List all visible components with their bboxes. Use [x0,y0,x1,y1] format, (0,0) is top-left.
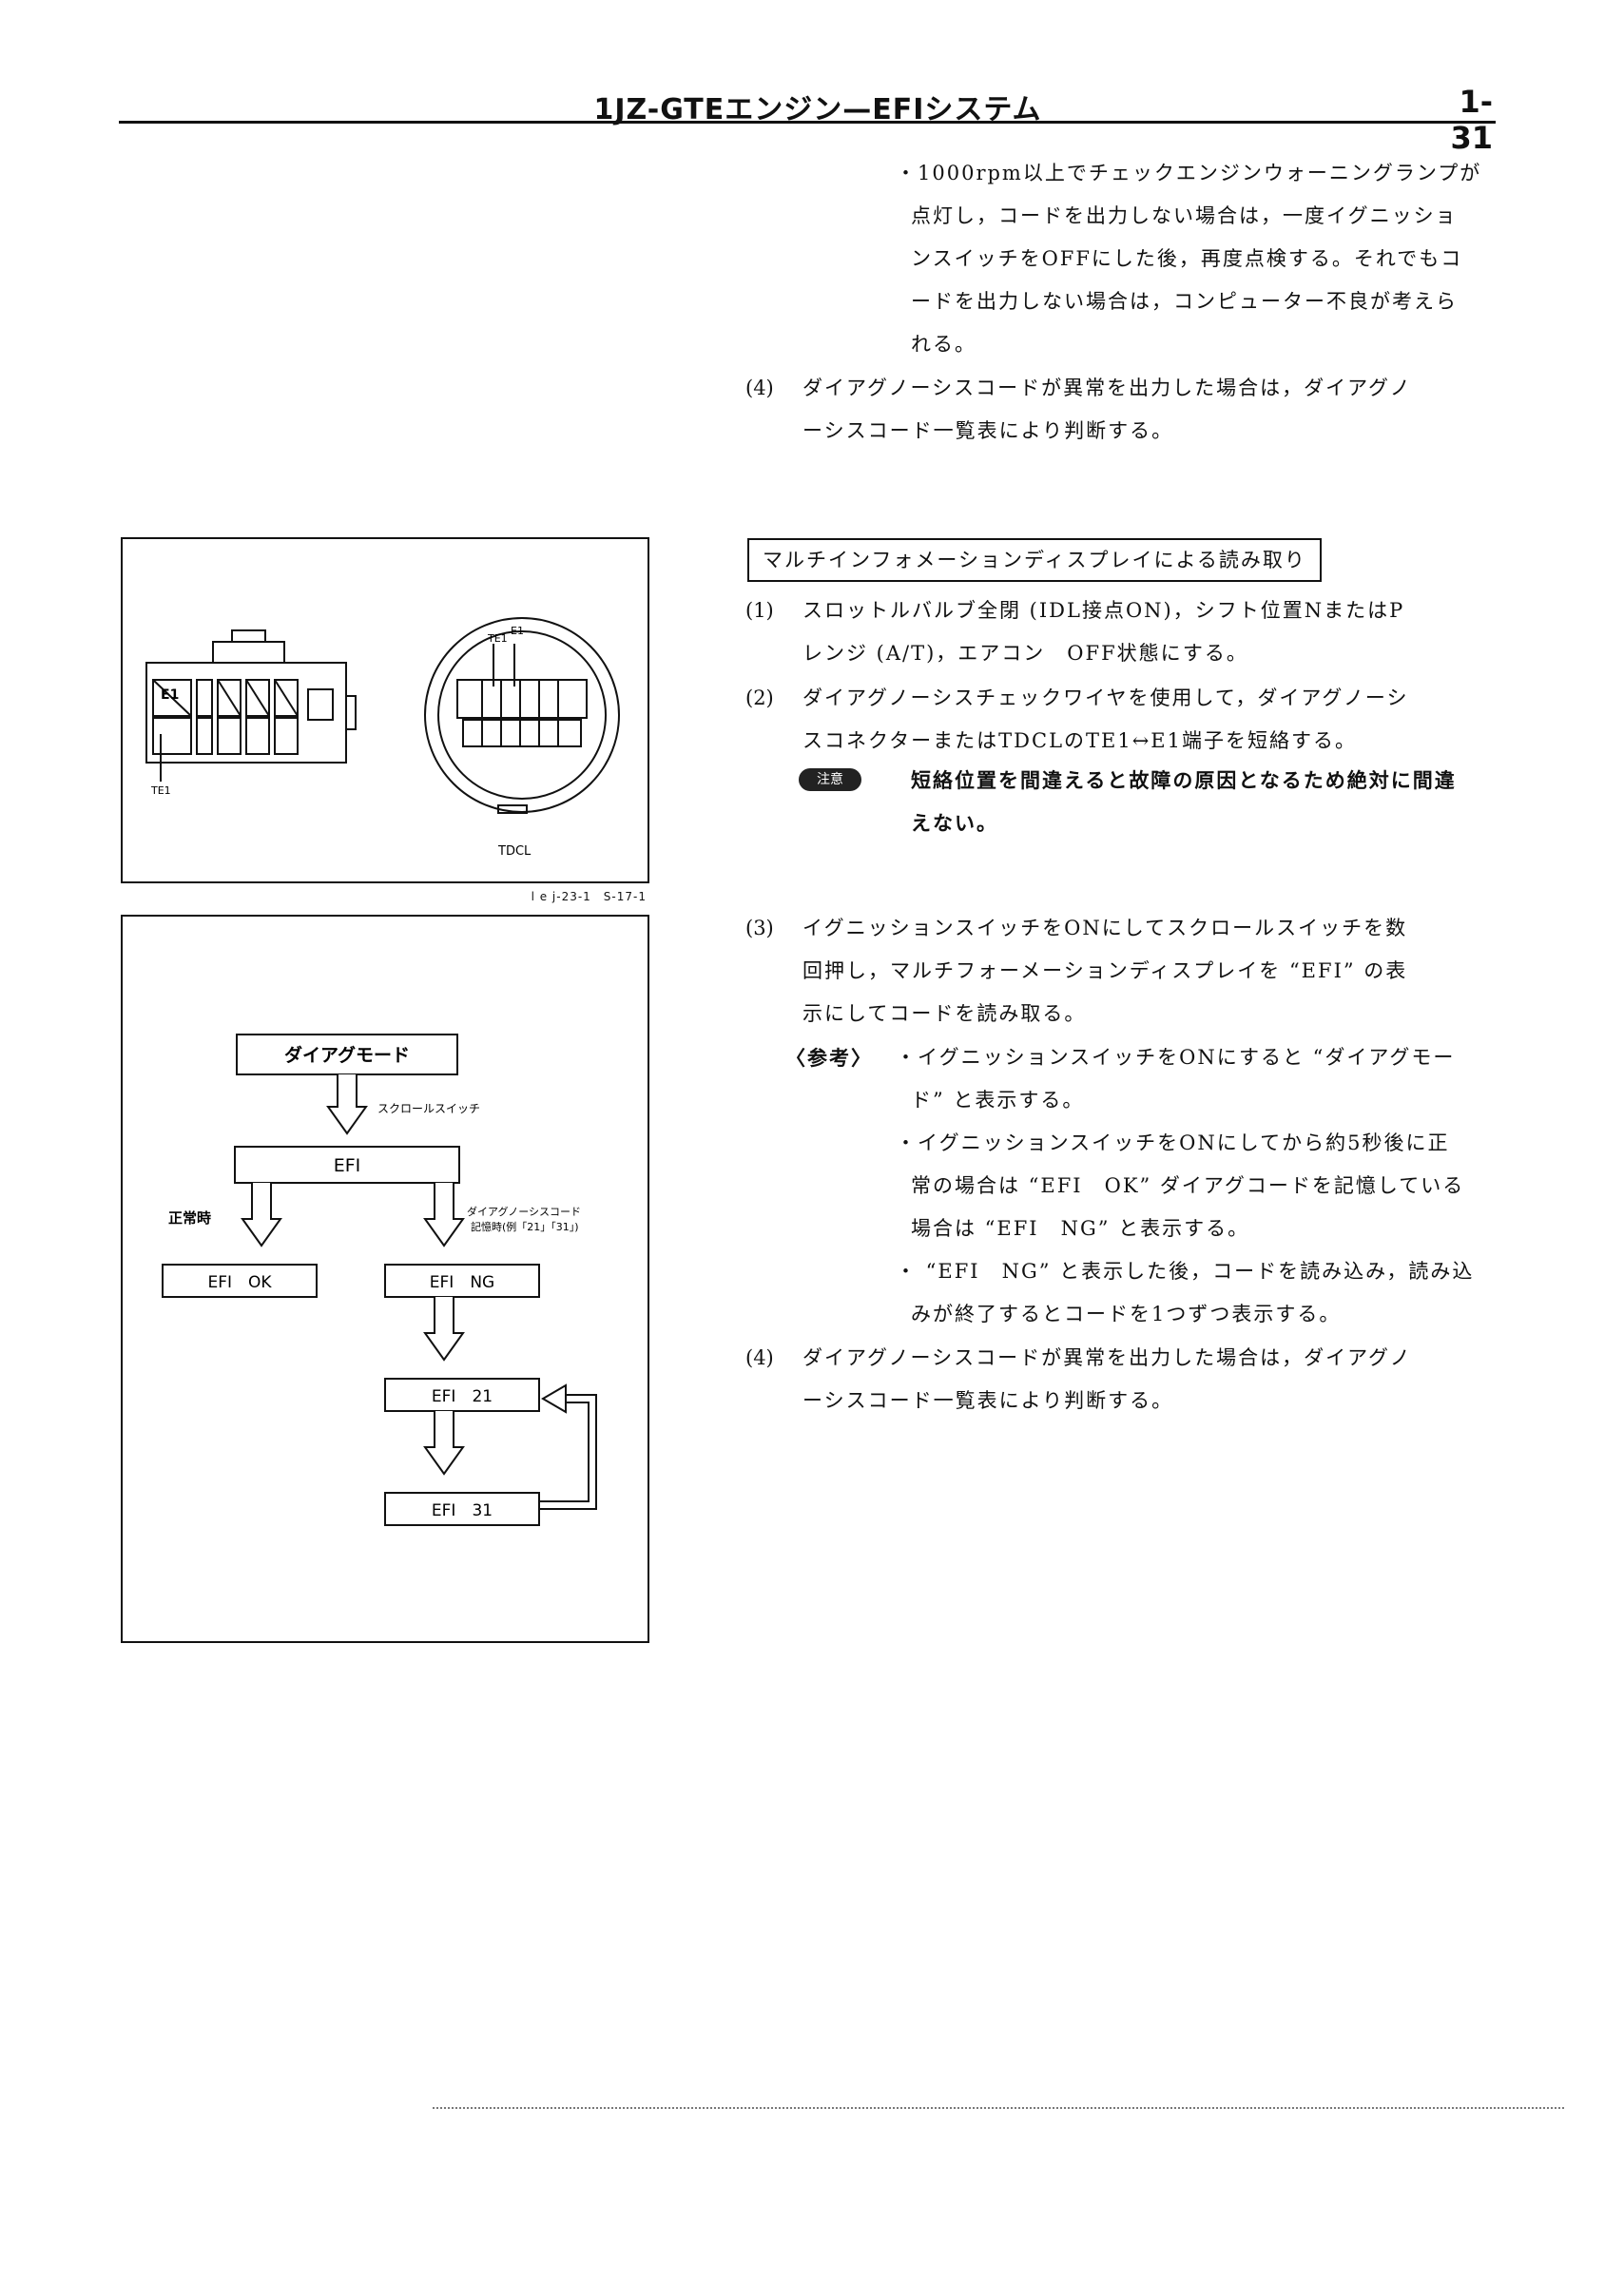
footer-dotted-rule [433,2107,1564,2109]
step-number: (4) [745,1346,774,1369]
text-line: ードを出力しない場合は，コンピューター不良が考えら [911,290,1458,313]
ref-bullet-2: ・イグニッションスイッチをONにしてから約5秒後に正 常の場合は “EFI OK… [896,1122,1464,1250]
arrow-down [241,1183,282,1247]
e1-label: E1 [161,687,179,703]
efi-21-box [384,1378,540,1412]
tdcl-connector [424,617,620,814]
efi-box [234,1146,460,1184]
multi-step-2: ダイアグノーシスチェックワイヤを使用して，ダイアグノーシ スコネクターまたはTD… [802,677,1409,763]
arrow-down [423,1411,465,1476]
text-line: 点灯し，コードを出力しない場合は，一度イグニッショ [911,204,1458,227]
ref-bullet-1: ・イグニッションスイッチをONにすると “ダイアグモー ド” と表示する。 [896,1036,1455,1122]
figure-caption: l e j-23-1 S-17-1 [531,890,647,903]
loop-arrow [539,1383,597,1510]
text-line: レンジ (A/T)，エアコン OFF状態にする。 [802,642,1248,665]
efi-21-text: EFI 21 [432,1387,493,1406]
te1-label: TE1 [150,784,171,797]
text-line: イグニッションスイッチをONにしてスクロールスイッチを数 [802,917,1408,939]
caution-badge: 注意 [799,768,861,791]
top-bullet-1: ・1000rpm以上でチェックエンジンウォーニングランプが 点灯し，コードを出力… [896,152,1481,366]
flow-arrows [241,1074,465,1476]
efi-ng-text: EFI NG [430,1273,494,1292]
tdcl-te1-label: TE1 [487,632,508,645]
text-line: ンスイッチをOFFにした後，再度点検する。それでもコ [911,247,1463,270]
text-line: ・ “EFI NG” と表示した後，コードを読み込み，読み込 [896,1260,1475,1283]
memory-label-1: ダイアグノーシスコード [467,1205,581,1218]
arrow-down [423,1183,465,1247]
connector-figure: E1 TE1 TE1 E1 TDCL [121,537,649,883]
text-line: ーシスコード一覧表により判断する。 [802,419,1174,442]
section-heading: マルチインフォメーションディスプレイによる読み取り [747,538,1322,582]
text-line: 短絡位置を間違えると故障の原因となるため絶対に間違 [911,768,1457,792]
efi-ng-box [384,1264,540,1298]
text-line: えない。 [911,811,998,835]
text-line: 場合は “EFI NG” と表示する。 [911,1217,1250,1240]
tdcl-e1-label: E1 [511,625,524,637]
text-line: ダイアグノーシスチェックワイヤを使用して，ダイアグノーシ [802,687,1409,709]
step-number: (1) [745,599,774,622]
multi-step-1: スロットルバルブ全閉 (IDL接点ON)，シフト位置NまたはP レンジ (A/T… [802,590,1404,675]
multi-step-3: イグニッションスイッチをONにしてスクロールスイッチを数 回押し，マルチフォーメ… [802,907,1407,1035]
memory-label-2: 記憶時(例「21」「31」) [471,1220,579,1233]
header-rule [119,121,1496,124]
step-number: (3) [745,917,774,939]
text-line: ーシスコード一覧表により判断する。 [802,1389,1174,1412]
flow-figure: ダイアグモード スクロールスイッチ EFI 正常時 ダイアグノーシスコード 記憶… [121,915,649,1643]
text-line: 示にしてコードを読み取る。 [802,1002,1087,1025]
text-line: ダイアグノーシスコードが異常を出力した場合は，ダイアグノ [802,1346,1412,1369]
text-line: ・1000rpm以上でチェックエンジンウォーニングランプが [896,162,1482,184]
diagnosis-connector [145,629,357,782]
page-number: 1-31 [1450,84,1493,156]
arrow-down [423,1297,465,1362]
ref-bullet-3: ・ “EFI NG” と表示した後，コードを読み込み，読み込 みが終了するとコー… [896,1250,1474,1336]
text-line: 常の場合は “EFI OK” ダイアグコードを記憶している [911,1174,1465,1197]
arrow-down [326,1074,368,1135]
diag-mode-text: ダイアグモード [284,1044,410,1066]
efi-ok-text: EFI OK [207,1273,272,1292]
text-line: ダイアグノーシスコードが異常を出力した場合は，ダイアグノ [802,377,1412,399]
tdcl-label: TDCL [497,844,532,859]
flow-diagram: ダイアグモード スクロールスイッチ EFI 正常時 ダイアグノーシスコード 記憶… [162,1034,597,1526]
text-line: ド” と表示する。 [911,1089,1085,1112]
normal-label: 正常時 [168,1209,211,1227]
top-step-4: ダイアグノーシスコードが異常を出力した場合は，ダイアグノ ーシスコード一覧表によ… [802,367,1412,453]
step-number: (4) [745,377,774,399]
caution-text: 短絡位置を間違えると故障の原因となるため絶対に間違 えない。 [911,759,1457,844]
text-line: スロットルバルブ全閉 (IDL接点ON)，シフト位置NまたはP [802,599,1405,622]
text-line: みが終了するとコードを1つずつ表示する。 [911,1303,1342,1325]
step-number: (2) [745,687,774,709]
text-line: ・イグニッションスイッチをONにしてから約5秒後に正 [896,1131,1450,1154]
text-line: スコネクターまたはTDCLのTE1↔E1端子を短絡する。 [802,729,1357,752]
reference-label: 〈参考〉 [785,1046,873,1070]
text-line: 回押し，マルチフォーメーションディスプレイを “EFI” の表 [802,959,1408,982]
scroll-switch-label: スクロールスイッチ [377,1102,480,1115]
efi-ok-box [162,1264,318,1298]
connector-diagram: E1 TE1 TE1 E1 TDCL [145,617,620,859]
efi-31-text: EFI 31 [432,1501,493,1520]
text-line: ・イグニッションスイッチをONにすると “ダイアグモー [896,1046,1456,1069]
efi-text: EFI [334,1155,361,1176]
text-line: れる。 [911,333,976,356]
multi-step-4: ダイアグノーシスコードが異常を出力した場合は，ダイアグノ ーシスコード一覧表によ… [802,1337,1412,1422]
